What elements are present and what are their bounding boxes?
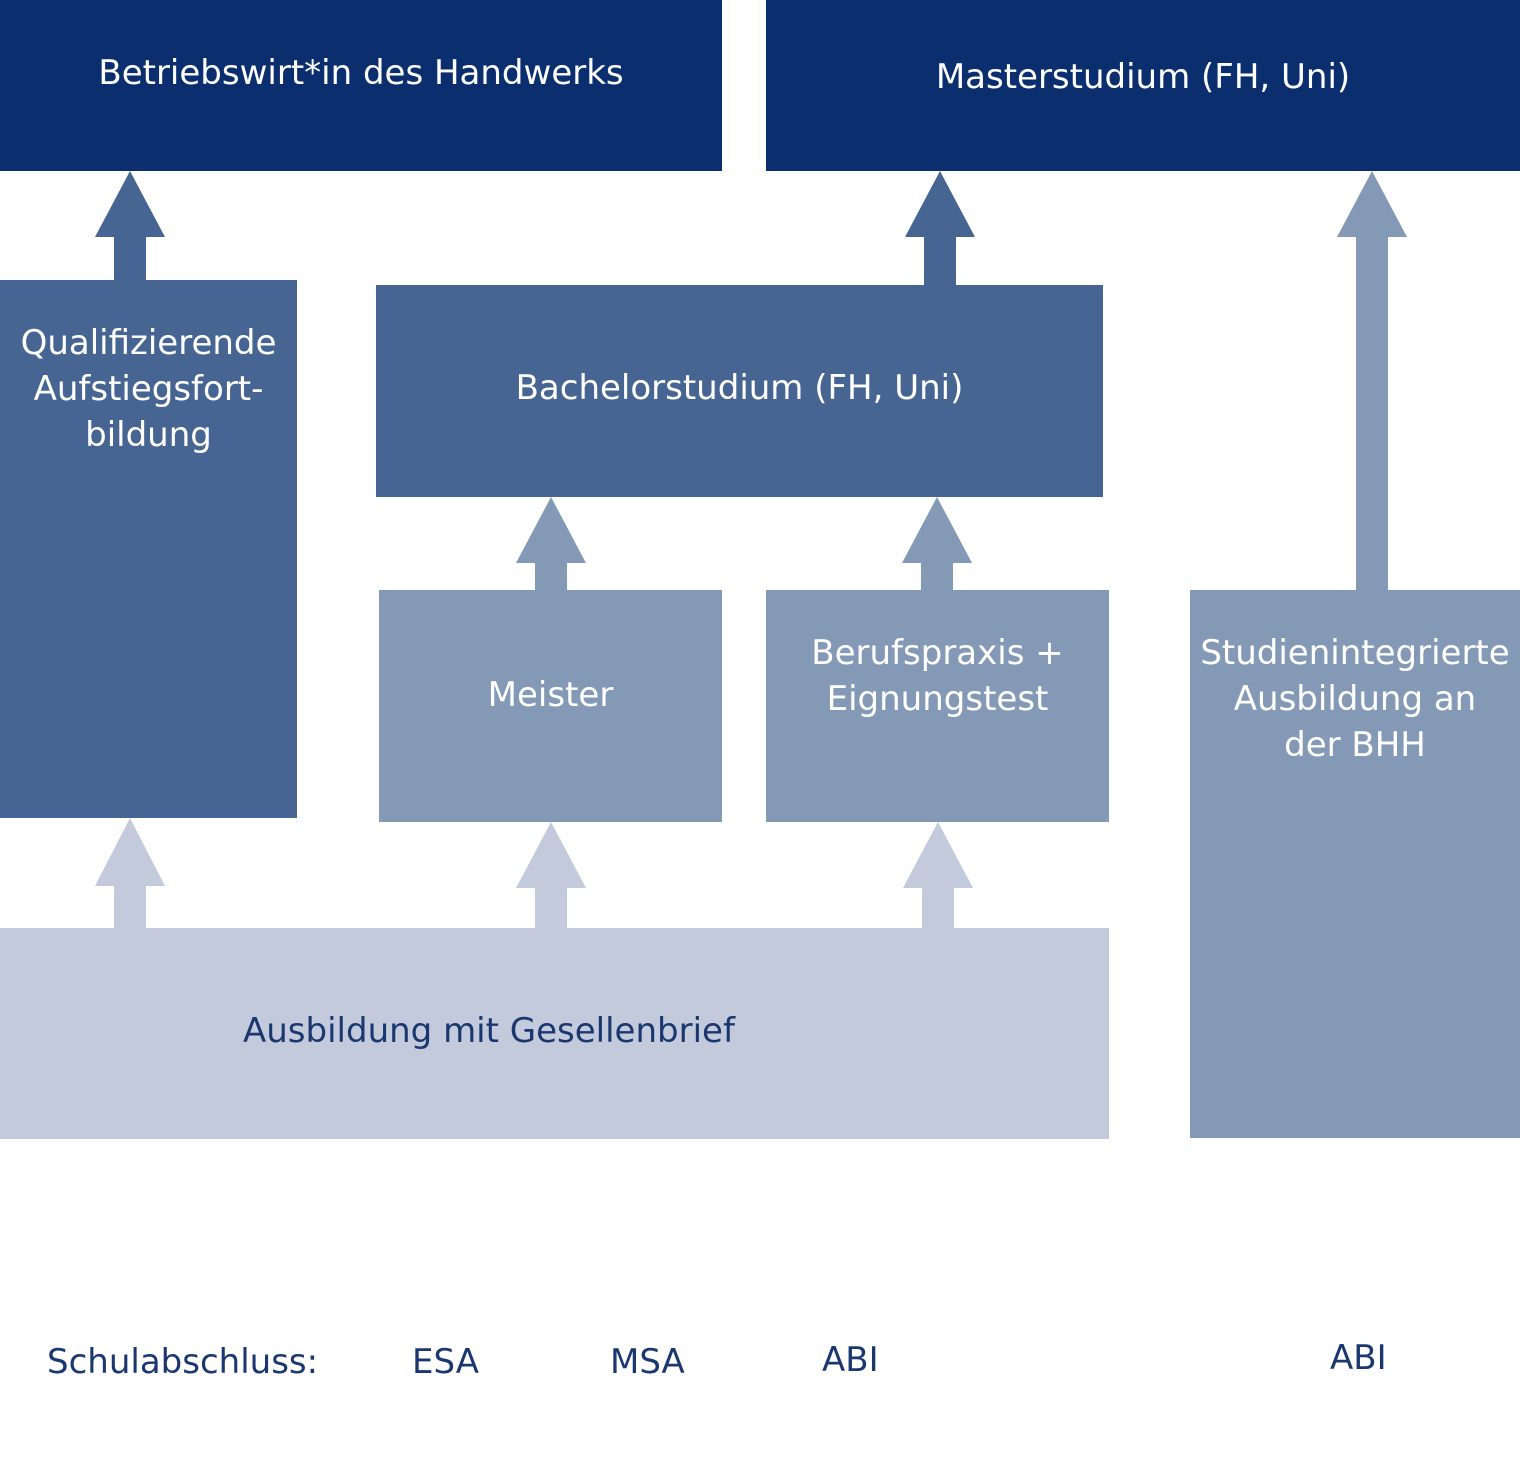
box-ausbildung-label: Ausbildung mit Gesellenbrief (243, 1011, 735, 1051)
box-studienintegrierte-line-3: der BHH (1284, 725, 1426, 765)
box-berufspraxis-line-2: Eignungstest (826, 679, 1049, 719)
box-qualifizierende-line-1: Qualifizierende (20, 323, 277, 363)
box-betriebswirt-label: Betriebswirt*in des Handwerks (98, 53, 624, 93)
box-studienintegrierte-ausbildung: Studienintegrierte Ausbildung an der BHH (1190, 590, 1520, 1138)
schulabschluss-abi-2: ABI (1330, 1338, 1387, 1378)
box-studienintegrierte-line-2: Ausbildung an (1233, 679, 1477, 719)
box-qualifizierende-line-3: bildung (85, 415, 212, 455)
box-bachelorstudium-label: Bachelorstudium (FH, Uni) (515, 368, 964, 408)
box-studienintegrierte-line-1: Studienintegrierte (1200, 633, 1510, 673)
arrow-up-studienintegriert-to-master (1337, 171, 1407, 590)
box-berufspraxis-eignungstest: Berufspraxis + Eignungstest (766, 590, 1109, 822)
arrow-up-ausbildung-to-berufspraxis (903, 822, 973, 928)
box-meister: Meister (379, 590, 722, 822)
arrow-up-berufspraxis-to-bachelor (902, 497, 972, 590)
arrow-up-ausbildung-to-fortbildung (95, 818, 165, 928)
schulabschluss-abi-1: ABI (822, 1340, 879, 1380)
arrow-up-to-masterstudium (905, 171, 975, 285)
schulabschluss-esa: ESA (412, 1342, 479, 1382)
arrow-up-ausbildung-to-meister (516, 822, 586, 928)
box-qualifizierende-line-2: Aufstiegsfort- (33, 369, 264, 409)
box-ausbildung-gesellenbrief: Ausbildung mit Gesellenbrief (0, 928, 1109, 1139)
arrow-up-meister-to-bachelor (516, 497, 586, 590)
arrow-up-to-betriebswirt (95, 171, 165, 280)
box-masterstudium-label: Masterstudium (FH, Uni) (935, 57, 1351, 97)
box-meister-label: Meister (487, 675, 614, 715)
box-qualifizierende-aufstiegsfortbildung: Qualifizierende Aufstiegsfort- bildung (0, 280, 297, 818)
schulabschluss-msa: MSA (610, 1342, 685, 1382)
schulabschluss-label: Schulabschluss: (47, 1342, 319, 1382)
box-bachelorstudium: Bachelorstudium (FH, Uni) (376, 285, 1103, 497)
box-masterstudium: Masterstudium (FH, Uni) (766, 0, 1520, 171)
box-berufspraxis-line-1: Berufspraxis + (811, 633, 1064, 673)
box-betriebswirt: Betriebswirt*in des Handwerks (0, 0, 722, 171)
